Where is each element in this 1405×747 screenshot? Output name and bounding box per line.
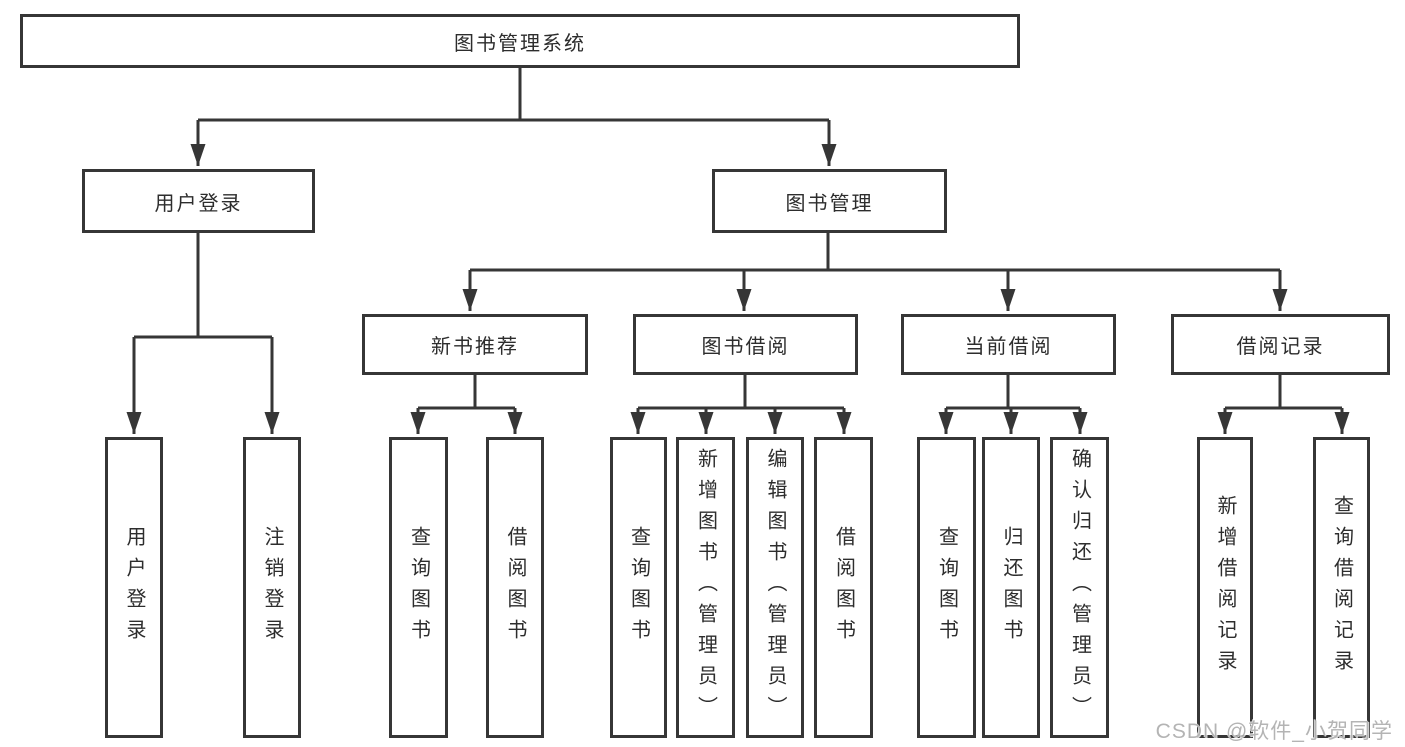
node-label: 查询图书 [935, 525, 958, 650]
node-label: 借阅记录 [1236, 336, 1325, 358]
node-new-book-recommend: 新书推荐 [362, 314, 588, 375]
leaf-add-borrow-record: 新增借阅记录 [1197, 437, 1253, 738]
leaf-edit-book-admin: 编辑图书（管理员） [746, 437, 804, 738]
node-label: 注销登录 [261, 525, 283, 650]
leaf-query-borrow-record: 查询借阅记录 [1313, 437, 1370, 738]
node-label: 编辑图书（管理员） [764, 448, 786, 727]
leaf-logout: 注销登录 [243, 437, 301, 738]
node-label: 当前借阅 [964, 336, 1053, 358]
node-label: 查询图书 [407, 525, 430, 650]
node-label: 用户登录 [123, 525, 145, 650]
node-label: 新增借阅记录 [1214, 494, 1236, 681]
leaf-user-login: 用户登录 [105, 437, 163, 738]
node-label: 图书管理 [785, 192, 874, 215]
leaf-add-book-admin: 新增图书（管理员） [676, 437, 735, 738]
leaf-query-books-borrow: 查询图书 [610, 437, 667, 738]
leaf-query-books-recommend: 查询图书 [389, 437, 448, 738]
node-user-login: 用户登录 [82, 169, 315, 233]
node-library-system: 图书管理系统 [20, 14, 1020, 68]
node-book-borrow: 图书借阅 [633, 314, 858, 375]
watermark: CSDN @软件_小贺同学 [1155, 720, 1393, 743]
node-borrow-records: 借阅记录 [1171, 314, 1390, 375]
leaf-borrow-books-recommend: 借阅图书 [486, 437, 544, 738]
node-label: 借阅图书 [504, 525, 526, 650]
node-label: 图书借阅 [701, 336, 790, 358]
leaf-query-books-current: 查询图书 [917, 437, 976, 738]
node-book-management: 图书管理 [712, 169, 947, 233]
node-label: 借阅图书 [832, 525, 855, 650]
node-label: 归还图书 [1000, 525, 1022, 650]
node-label: 确认归还（管理员） [1068, 448, 1091, 727]
leaf-return-book: 归还图书 [982, 437, 1040, 738]
node-label: 用户登录 [154, 192, 243, 215]
node-label: 查询图书 [627, 525, 650, 650]
leaf-confirm-return-admin: 确认归还（管理员） [1050, 437, 1109, 738]
node-label: 图书管理系统 [454, 32, 586, 55]
node-current-borrow: 当前借阅 [901, 314, 1116, 375]
node-label: 查询借阅记录 [1330, 494, 1353, 681]
leaf-borrow-books: 借阅图书 [814, 437, 873, 738]
node-label: 新增图书（管理员） [694, 448, 717, 727]
node-label: 新书推荐 [431, 336, 519, 358]
